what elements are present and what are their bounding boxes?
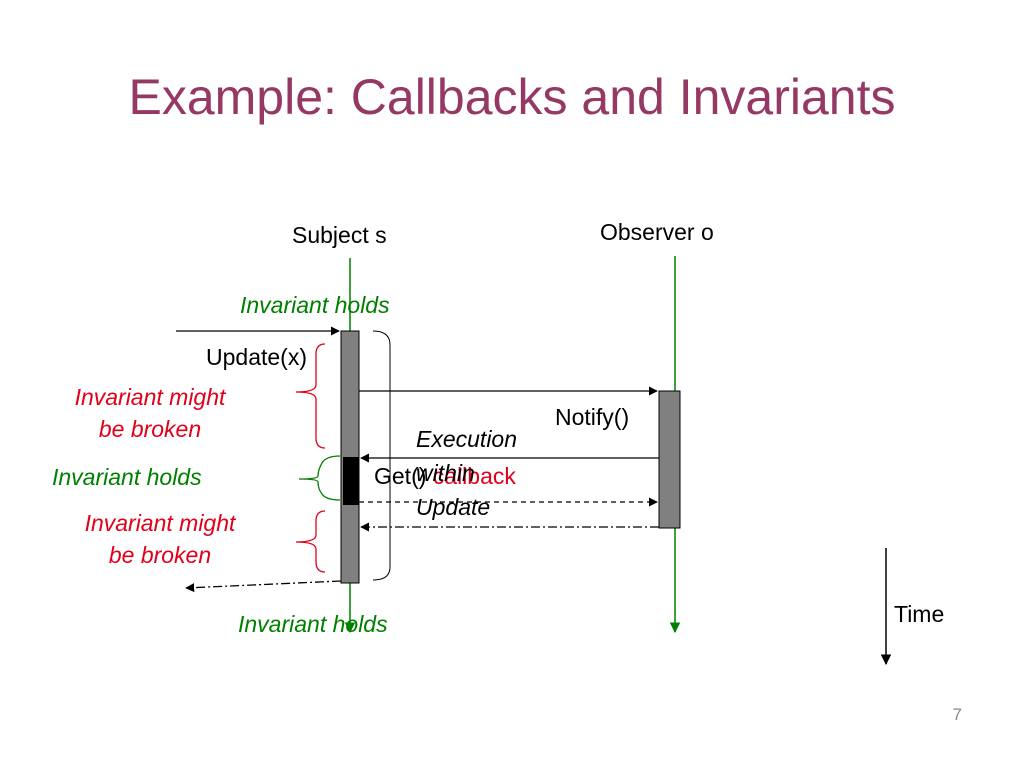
- notify-label: Notify(): [555, 404, 630, 430]
- invariant-broken-1: Invariant might be broken: [50, 383, 250, 443]
- get-label: Get() callback: [374, 462, 516, 490]
- callback-text: callback: [432, 463, 516, 489]
- holds-brace-middle: [298, 455, 341, 501]
- invariant-broken-1-line2: be broken: [98, 416, 202, 442]
- invariant-broken-2-line2: be broken: [108, 542, 212, 568]
- broken-brace-1: [295, 343, 326, 449]
- get-call-text: Get(): [374, 463, 427, 489]
- execution-line-2: within: [416, 460, 475, 486]
- observer-label: Observer o: [600, 219, 714, 245]
- subject-label: Subject s: [292, 222, 387, 248]
- execution-brace: [372, 330, 391, 581]
- invariant-broken-2: Invariant might be broken: [60, 509, 260, 569]
- execution-line-3: Update: [416, 494, 491, 520]
- broken-brace-2: [295, 510, 326, 573]
- update-return-arrow: [185, 580, 342, 593]
- time-label: Time: [894, 601, 945, 627]
- invariant-broken-2-line1: Invariant might: [84, 510, 236, 536]
- slide-title: Example: Callbacks and Invariants: [128, 69, 896, 125]
- execution-line-1: Execution: [416, 426, 518, 452]
- invariant-broken-1-line1: Invariant might: [74, 384, 226, 410]
- execution-within-update-label: Execution within Update: [416, 422, 517, 524]
- invariant-holds-bottom: Invariant holds: [238, 611, 388, 637]
- update-label: Update(x): [206, 344, 307, 370]
- observer-activation: [658, 390, 681, 529]
- invariant-holds-top: Invariant holds: [240, 292, 390, 318]
- page-number: 7: [952, 705, 962, 724]
- invariant-holds-middle: Invariant holds: [52, 464, 202, 490]
- callback-activation: [343, 457, 359, 505]
